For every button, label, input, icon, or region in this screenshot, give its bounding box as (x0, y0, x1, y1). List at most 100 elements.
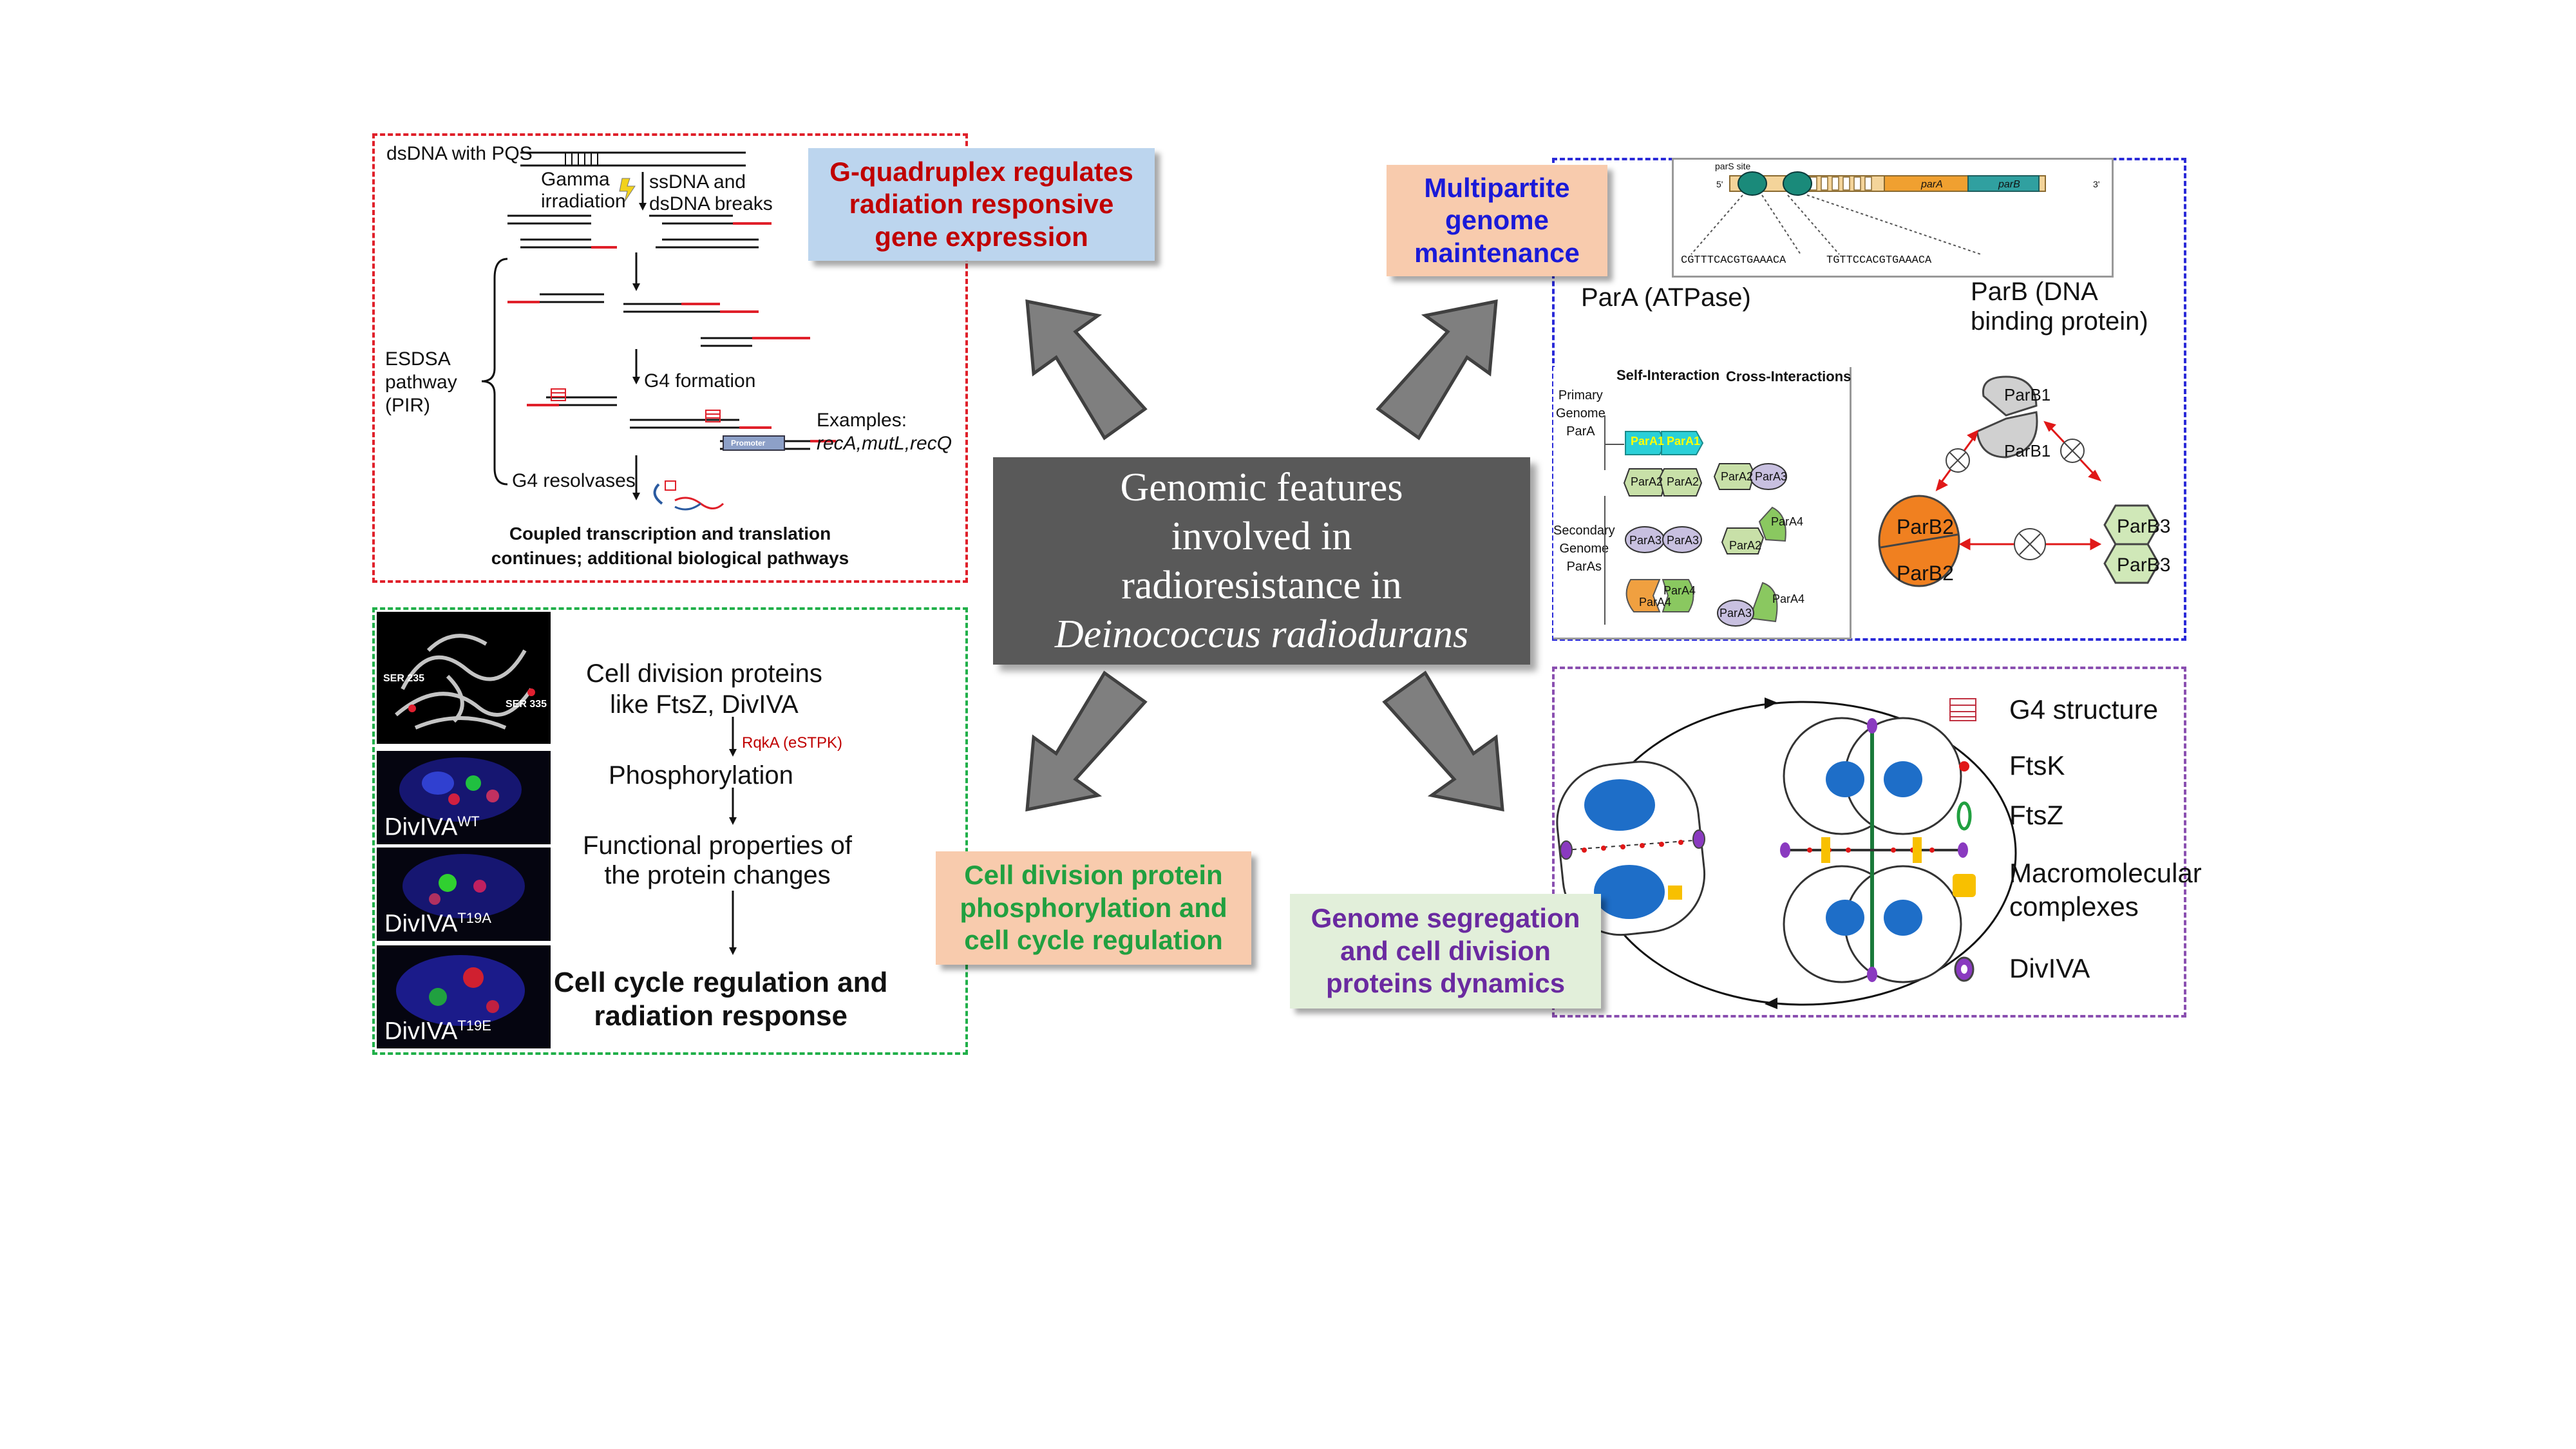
parA4-self-right: ParA4 (1663, 584, 1696, 597)
cell-cycle-diagram (1556, 697, 2017, 1009)
self-interaction-label: Self-Interaction (1616, 367, 1720, 383)
primary-line1: Primary (1558, 388, 1603, 402)
parA2-cross: ParA2 (1721, 470, 1754, 483)
step3-text: Functional properties of the protein cha… (583, 831, 852, 890)
pars-seq2: TGTTCCACGTGAAACA (1826, 254, 1932, 267)
three-prime-label: 3' (2093, 179, 2100, 189)
step3-line2: the protein changes (604, 861, 831, 889)
division-title-line2: phosphorylation and (960, 892, 1227, 923)
step1-text: Cell division proteins like FtsZ, DivIVA (586, 658, 822, 720)
coupled-transcription-text: Coupled transcription and translation co… (372, 522, 968, 571)
divIVA-t19a-label: DivIVAT19A (384, 910, 491, 938)
promoter-box (723, 435, 785, 451)
parA2-self-right: ParA2 (1667, 475, 1700, 488)
segregation-panel (1552, 667, 2186, 1018)
arrow-down-left (1025, 670, 1148, 812)
promoter-label: Promoter (731, 439, 766, 448)
legend-g4-structure-icon (1949, 698, 1976, 721)
arrow-up-left (1025, 299, 1148, 440)
parB-title-line1: ParB (DNA (1971, 278, 2098, 306)
center-title-line1: Genomic features (1120, 466, 1403, 509)
step1-line2: like FtsZ, DivIVA (610, 690, 799, 719)
parA-atpase-title: ParA (ATPase) (1581, 283, 1751, 312)
division-title-box: Cell division protein phosphorylation an… (936, 851, 1251, 965)
breaks-label-line1: ssDNA and (649, 171, 746, 193)
center-title-line4: Deinococcus radiodurans (1054, 612, 1469, 656)
parA1-right: ParA1 (1667, 435, 1701, 448)
breaks-label: ssDNA and dsDNA breaks (649, 171, 773, 215)
ser335-label: SER 335 (506, 699, 547, 710)
divIVA-t19e-text: DivIVA (384, 1018, 458, 1045)
breaks-label-line2: dsDNA breaks (649, 193, 773, 214)
legend-macromolecular-line1: Macromolecular (2009, 858, 2202, 888)
g4-title-line2: radiation responsive (849, 189, 1114, 220)
g4-panel (372, 133, 968, 583)
step1-line1: Cell division proteins (586, 659, 822, 688)
esdsa-label-line2: pathway (385, 372, 457, 393)
divIVA-t19a-sup: T19A (457, 910, 491, 927)
pars-seq1: CGTTTCACGTGAAACA (1681, 254, 1786, 267)
divIVA-wt-sup: WT (457, 813, 480, 830)
partition-title-line2: genome (1444, 205, 1549, 236)
parB-title-line2: binding protein) (1971, 307, 2148, 336)
ser235-label: SER 235 (383, 673, 425, 684)
segregation-title-line3: proteins dynamics (1325, 968, 1566, 999)
division-title-line1: Cell division protein (964, 860, 1223, 891)
division-flow-arrows (729, 717, 737, 955)
protein-structure-image: SER 235 SER 335 (377, 612, 551, 744)
pars-site-label: parS site (1715, 161, 1751, 171)
parB-gene-label: parB (1998, 179, 2020, 190)
g4-resolvase-icon (653, 480, 724, 511)
g4-title-line3: gene expression (875, 221, 1088, 252)
legend-divIVA-label: DivIVA (2009, 953, 2090, 983)
parA3-cross: ParA3 (1755, 470, 1788, 483)
parA3-cross-b: ParA3 (1719, 607, 1752, 620)
parA-shapes (1604, 415, 1787, 627)
partition-title-line1: Multipartite (1424, 172, 1570, 203)
division-title-line3: cell cycle regulation (964, 925, 1223, 956)
divIVA-t19e-sup: T19E (457, 1018, 491, 1034)
parB1-bottom: ParB1 (2004, 441, 2051, 460)
cell-stage-2 (1780, 717, 1968, 983)
g4-resolvases-label: G4 resolvases (512, 470, 636, 491)
division-panel (372, 607, 968, 1055)
step4-line1: Cell cycle regulation and (554, 967, 888, 998)
legend-macromolecular-line2: complexes (2009, 891, 2139, 922)
five-prime-label: 5' (1716, 179, 1723, 189)
cross-interactions-label: Cross-Interactions (1726, 368, 1852, 384)
legend-macromolecular-label: Macromolecular complexes (2009, 857, 2202, 923)
gamma-label-line1: Gamma (541, 169, 610, 190)
divIVA-t19a-image: DivIVAT19A (377, 848, 551, 941)
step4-line2: radiation response (594, 1000, 848, 1032)
step4-text: Cell cycle regulation and radiation resp… (554, 966, 887, 1033)
gamma-label-line2: irradiation (541, 191, 626, 212)
legend-ftsk-label: FtsK (2009, 750, 2065, 781)
g4-title-line1: G-quadruplex regulates (829, 156, 1133, 187)
secondary-line3: ParAs (1566, 560, 1602, 574)
primary-line2: Genome (1556, 406, 1605, 421)
partition-title-line3: maintenance (1414, 237, 1580, 268)
parB1-top: ParB1 (2004, 385, 2051, 404)
g4-formation-label: G4 formation (644, 370, 756, 392)
kinase-label: RqkA (eSTPK) (742, 734, 843, 752)
partition-title-box: Multipartite genome maintenance (1387, 165, 1607, 276)
segregation-title-line2: and cell division (1340, 935, 1551, 966)
cell-stage-1 (1556, 761, 1706, 936)
parB2-top: ParB2 (1897, 515, 1954, 538)
primary-genome-label: Primary Genome ParA (1556, 386, 1605, 440)
legend-ftsz-label: FtsZ (2009, 800, 2063, 830)
legend-g4-structure-label: G4 structure (2009, 694, 2159, 724)
g4-structure-icon (551, 388, 721, 422)
esdsa-label: ESDSA pathway (PIR) (385, 348, 457, 417)
g4-title-box: G-quadruplex regulates radiation respons… (808, 148, 1155, 261)
pars-gene-map-svg (1690, 171, 2046, 255)
arrow-down-right (1382, 670, 1504, 812)
lightning-icon (619, 178, 636, 202)
center-title-box: Genomic features involved in radioresist… (993, 457, 1530, 665)
divIVA-t19a-svg (402, 854, 525, 918)
examples-label: Examples: (817, 410, 907, 431)
gamma-label: Gamma irradiation (541, 169, 626, 213)
g4-pathway-schematic (481, 151, 836, 511)
esdsa-label-line1: ESDSA (385, 348, 451, 370)
divIVA-wt-image: DivIVAWT (377, 751, 551, 844)
